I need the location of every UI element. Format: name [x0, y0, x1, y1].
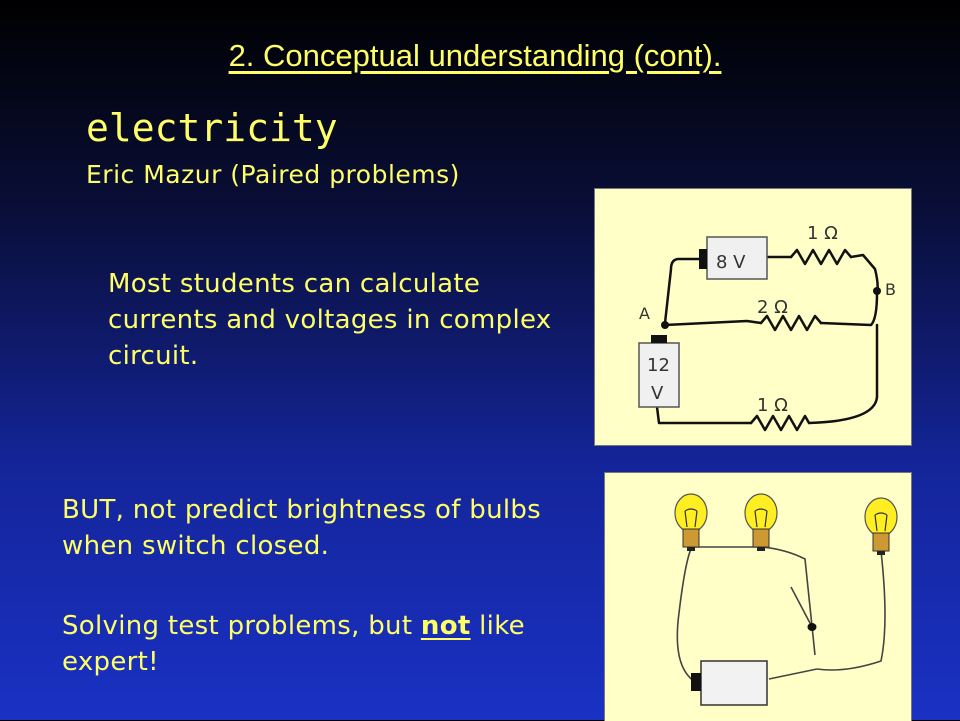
subject-heading: electricity	[86, 106, 338, 150]
wire-bulb2-down	[760, 546, 816, 656]
wire-top-left	[663, 257, 701, 325]
wire-mid-right	[819, 291, 879, 327]
paragraph-brightness: BUT, not predict brightness of bulbs whe…	[62, 495, 542, 561]
wire-mid	[663, 319, 763, 327]
node-a-label: A	[639, 304, 650, 323]
node-a-dot	[661, 321, 669, 329]
wire-top-right	[849, 253, 879, 295]
emphasis-not: not	[420, 611, 471, 641]
resistor-bottom	[749, 414, 811, 432]
node-b-dot	[873, 287, 881, 295]
resistor-top	[789, 248, 853, 266]
battery-8v-label: 8 V	[716, 252, 746, 273]
battery-terminal	[691, 673, 701, 691]
bulb-2	[744, 493, 778, 551]
battery-12v	[638, 342, 680, 408]
battery	[700, 660, 768, 706]
wire-bottom-right	[807, 323, 879, 425]
resistor-bottom-label: 1 Ω	[757, 395, 788, 416]
battery-12v-label-2: V	[651, 383, 664, 404]
paragraph-expert: Solving test problems, but not like expe…	[62, 608, 582, 680]
switch-contact	[807, 623, 817, 631]
battery-12v-terminal	[651, 335, 667, 343]
wire-to-battery	[768, 668, 818, 680]
node-b-label: B	[885, 280, 896, 299]
wire-switch-blade	[790, 586, 812, 626]
bulb-diagram	[604, 472, 912, 721]
wire-left	[676, 548, 702, 686]
battery-12v-label-1: 12	[647, 355, 670, 376]
resistor-mid	[759, 314, 823, 332]
battery-8v-terminal	[699, 249, 707, 269]
circuit-diagram: 8 V 12 V A B 1 Ω 2 Ω 1 Ω	[594, 188, 912, 446]
paragraph-expert-post: like expert!	[62, 611, 525, 677]
author-line: Eric Mazur (Paired problems)	[86, 160, 460, 189]
bulb-svg	[674, 493, 898, 706]
paragraph-expert-pre: Solving test problems, but	[62, 611, 421, 641]
resistor-mid-label: 2 Ω	[757, 297, 788, 318]
wire-bottom-left	[655, 405, 753, 425]
paragraph-calculation: Most students can calculate currents and…	[108, 269, 552, 371]
wire-bulb3-down	[816, 550, 886, 671]
resistor-top-label: 1 Ω	[807, 223, 838, 244]
bulb-3	[864, 497, 898, 555]
bulb-1	[674, 493, 708, 551]
circuit-svg: 8 V 12 V A B 1 Ω 2 Ω 1 Ω	[638, 223, 896, 432]
slide-title: 2. Conceptual understanding (cont).	[228, 38, 722, 73]
